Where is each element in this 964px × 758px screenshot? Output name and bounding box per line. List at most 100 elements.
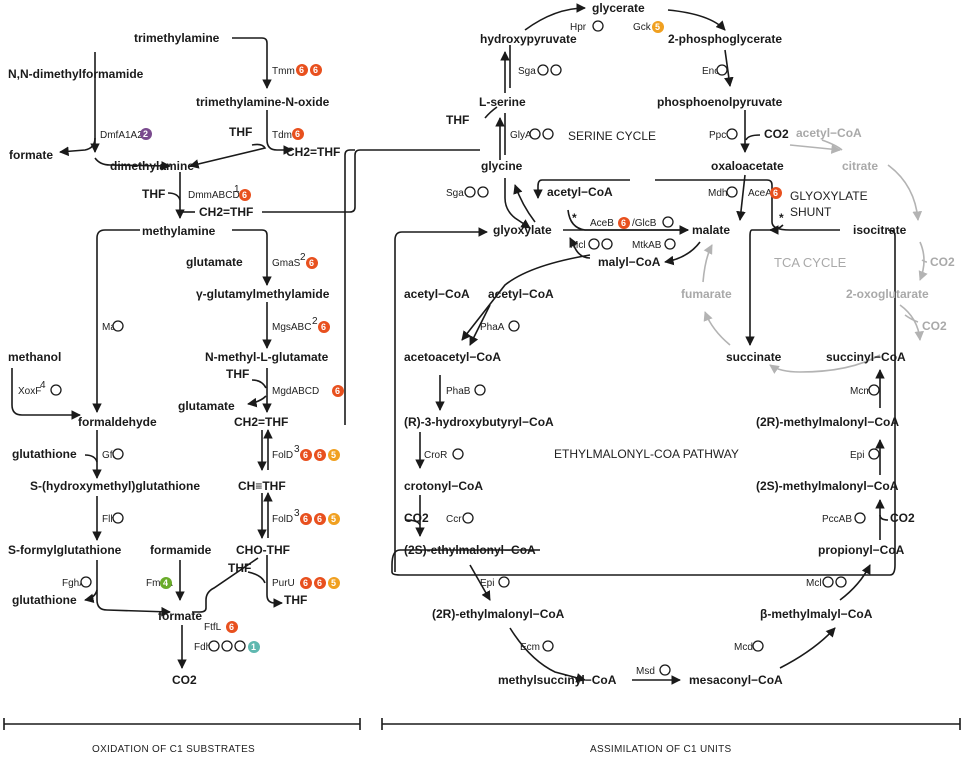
metabolite-acetyl-coa: acetyl−CoA: [488, 287, 554, 301]
metabolite-thf: THF: [228, 561, 251, 575]
metabolite-formamide: formamide: [150, 543, 212, 557]
metabolite-acetyl-coa: acetyl−CoA: [404, 287, 470, 301]
metabolite-thf: THF: [446, 113, 469, 127]
badge: 6: [317, 514, 322, 524]
left-arrows: [11, 37, 480, 669]
metabolite-isocitrate: isocitrate: [853, 223, 907, 237]
serine-arrows: [484, 3, 761, 229]
enzyme-phab: PhaB: [446, 386, 471, 397]
superscript: 4: [40, 380, 46, 391]
metabolite-acetyl-coa: acetyl−CoA: [547, 185, 613, 199]
enzyme-hpr: Hpr: [570, 22, 587, 33]
badge: 6: [242, 190, 247, 200]
badge: 6: [317, 450, 322, 460]
enzyme-sga: Sga: [446, 188, 464, 199]
superscript: 3: [294, 508, 300, 519]
metabolite-hydroxypyruvate: hydroxypyruvate: [480, 32, 577, 46]
enzyme-mcl: Mcl: [806, 578, 822, 589]
metabolite-gamma-glutamylmethylamide: γ-glutamylmethylamide: [196, 287, 330, 301]
metabolite-glutamate: glutamate: [178, 399, 235, 413]
metabolite-phosphoenolpyruvate: phosphoenolpyruvate: [657, 95, 783, 109]
metabolite-glycine: glycine: [481, 159, 523, 173]
enzyme-aceb: AceB: [590, 218, 614, 229]
enzyme-sga: Sga: [518, 66, 536, 77]
enzyme-glcb: /GlcB: [632, 218, 657, 229]
badge: 6: [335, 386, 340, 396]
serine-cycle-title: SERINE CYCLE: [568, 129, 656, 143]
enzyme-dmfa1a2: DmfA1A2: [100, 130, 143, 141]
enzyme-cror: CroR: [424, 450, 447, 461]
metabolite-s-formylglutathione: S-formylglutathione: [8, 543, 122, 557]
metabolite-2r-ethylmalonyl-coa: (2R)-ethylmalonyl−CoA: [432, 607, 565, 621]
metabolite-co2: CO2: [764, 127, 789, 141]
badge: 6: [299, 65, 304, 75]
enzyme-phaa: PhaA: [480, 322, 505, 333]
metabolite-glyoxylate: glyoxylate: [493, 223, 552, 237]
section-label-oxidation: OXIDATION OF C1 SUBSTRATES: [92, 744, 255, 755]
badge: 5: [331, 450, 336, 460]
metabolite-thf: THF: [284, 593, 307, 607]
enzyme-ecm: Ecm: [520, 642, 540, 653]
metabolite-thf: THF: [226, 367, 249, 381]
enzyme-mgsabc: MgsABC: [272, 322, 311, 333]
superscript: 1: [234, 184, 240, 195]
section-brackets: OXIDATION OF C1 SUBSTRATES ASSIMILATION …: [3, 718, 961, 755]
badge: 6: [303, 578, 308, 588]
superscript: 3: [294, 444, 300, 455]
metabolite-acetyl-coa-tca: acetyl−CoA: [796, 126, 862, 140]
section-label-assimilation: ASSIMILATION OF C1 UNITS: [590, 744, 732, 755]
enzyme-mgdabcd: MgdABCD: [272, 386, 319, 397]
badge: 6: [303, 514, 308, 524]
metabolite-2-oxoglutarate: 2-oxoglutarate: [846, 287, 929, 301]
metabolite-2-phosphoglycerate: 2-phosphoglycerate: [668, 32, 782, 46]
metabolite-labels: trimethylamine N,N-dimethylformamide tri…: [8, 1, 955, 687]
tca-cycle-title: TCA CYCLE: [774, 255, 847, 270]
metabolite-glycerate: glycerate: [592, 1, 645, 15]
badge: 6: [317, 578, 322, 588]
metabolite-glutathione: glutathione: [12, 593, 77, 607]
enzyme-fold: FolD: [272, 450, 293, 461]
badge: 5: [331, 514, 336, 524]
metabolite-trimethylamine-n-oxide: trimethylamine-N-oxide: [196, 95, 330, 109]
metabolite-l-serine: L-serine: [479, 95, 526, 109]
metabolite-glutamate: glutamate: [186, 255, 243, 269]
glyoxylate-shunt-title: GLYOXYLATE: [790, 189, 868, 203]
enzyme-epi: Epi: [850, 450, 864, 461]
enzyme-acea: AceA: [748, 188, 772, 199]
metabolite-methanol: methanol: [8, 350, 61, 364]
badges: 6 6 2 6 6 6 6 6 4 6 6 5 6 6 5 6 6 5 6 1 …: [140, 21, 782, 653]
enzyme-mtkab: MtkAB: [632, 240, 662, 251]
enzyme-gck: Gck: [633, 22, 652, 33]
metabolite-malyl-coa: malyl−CoA: [598, 255, 661, 269]
enzyme-pccab: PccAB: [822, 514, 852, 525]
metabolite-beta-methylmalyl-coa: β-methylmalyl−CoA: [760, 607, 873, 621]
enzyme-ftfl: FtfL: [204, 622, 222, 633]
superscript: 2: [300, 252, 306, 263]
enzyme-mcd: Mcd: [734, 642, 753, 653]
enzyme-mcm: Mcm: [850, 386, 872, 397]
metabolite-glutathione: glutathione: [12, 447, 77, 461]
enzyme-mau: Mau: [102, 322, 121, 333]
metabolite-ch2-thf: CH2=THF: [199, 205, 253, 219]
metabolite-formate: formate: [9, 148, 53, 162]
metabolite-trimethylamine: trimethylamine: [134, 31, 220, 45]
metabolite-fumarate: fumarate: [681, 287, 732, 301]
metabolite-dimethylamine: dimethylamine: [110, 159, 194, 173]
metabolite-2s-ethylmalonyl-coa: (2S)-ethylmalonyl−CoA: [404, 543, 536, 557]
asterisk: *: [779, 211, 784, 225]
metabolite-2s-methylmalonyl-coa: (2S)-methylmalonyl−CoA: [756, 479, 899, 493]
badge: 2: [143, 129, 148, 139]
metabolite-oxaloacetate: oxaloacetate: [711, 159, 784, 173]
badge: 5: [331, 578, 336, 588]
badge: 6: [229, 622, 234, 632]
metabolite-nn-dimethylformamide: N,N-dimethylformamide: [8, 67, 144, 81]
enzyme-mdh: Mdh: [708, 188, 727, 199]
badge: 1: [251, 642, 256, 652]
badge: 6: [295, 129, 300, 139]
metabolite-succinate: succinate: [726, 350, 782, 364]
badge: 6: [773, 188, 778, 198]
metabolite-thf: THF: [142, 187, 165, 201]
metabolite-thf: THF: [229, 125, 252, 139]
enzyme-puru: PurU: [272, 578, 295, 589]
